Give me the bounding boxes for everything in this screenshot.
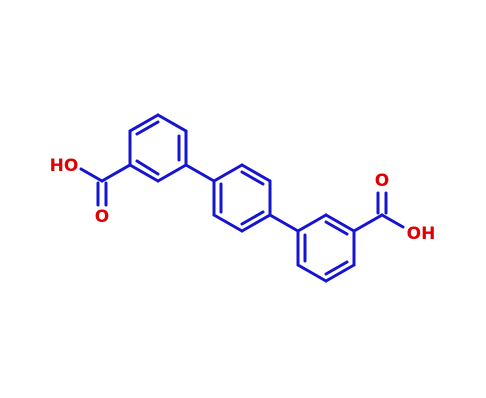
right-hydroxyl-label: OH <box>407 224 436 244</box>
aromatic-inner-bond <box>135 159 160 176</box>
central-benzene-ring <box>184 163 272 233</box>
right-benzene-ring <box>268 213 356 283</box>
bond <box>268 213 300 233</box>
bond-layer <box>79 113 405 283</box>
right-carbonyl-oxygen-label: O <box>375 171 389 191</box>
bond <box>296 213 328 233</box>
bond <box>128 113 160 133</box>
left-carbonyl-oxygen-label: O <box>95 207 109 227</box>
aromatic-inner-bond <box>135 120 160 136</box>
aromatic-inner-bond <box>324 220 349 236</box>
bond <box>79 167 104 183</box>
bond <box>156 163 188 183</box>
bond <box>296 263 328 283</box>
left-benzene-ring <box>128 113 188 183</box>
bond <box>324 263 356 283</box>
bond <box>212 163 244 183</box>
bond <box>380 213 405 229</box>
left-hydroxyl-label: HO <box>50 156 79 176</box>
bond <box>128 163 160 183</box>
bond <box>184 163 216 183</box>
aromatic-inner-bond <box>240 210 265 226</box>
bond <box>212 213 244 233</box>
left-carboxyl-group <box>79 163 132 207</box>
bond <box>352 213 384 233</box>
aromatic-inner-bond <box>240 170 265 186</box>
bond <box>156 113 188 133</box>
bond <box>100 163 132 183</box>
aromatic-inner-bond <box>324 260 349 276</box>
atom-label-layer: HO O O OH <box>50 156 436 244</box>
bond <box>240 163 272 183</box>
right-carboxyl-group <box>352 191 405 233</box>
bond <box>240 213 272 233</box>
bond <box>324 213 356 233</box>
